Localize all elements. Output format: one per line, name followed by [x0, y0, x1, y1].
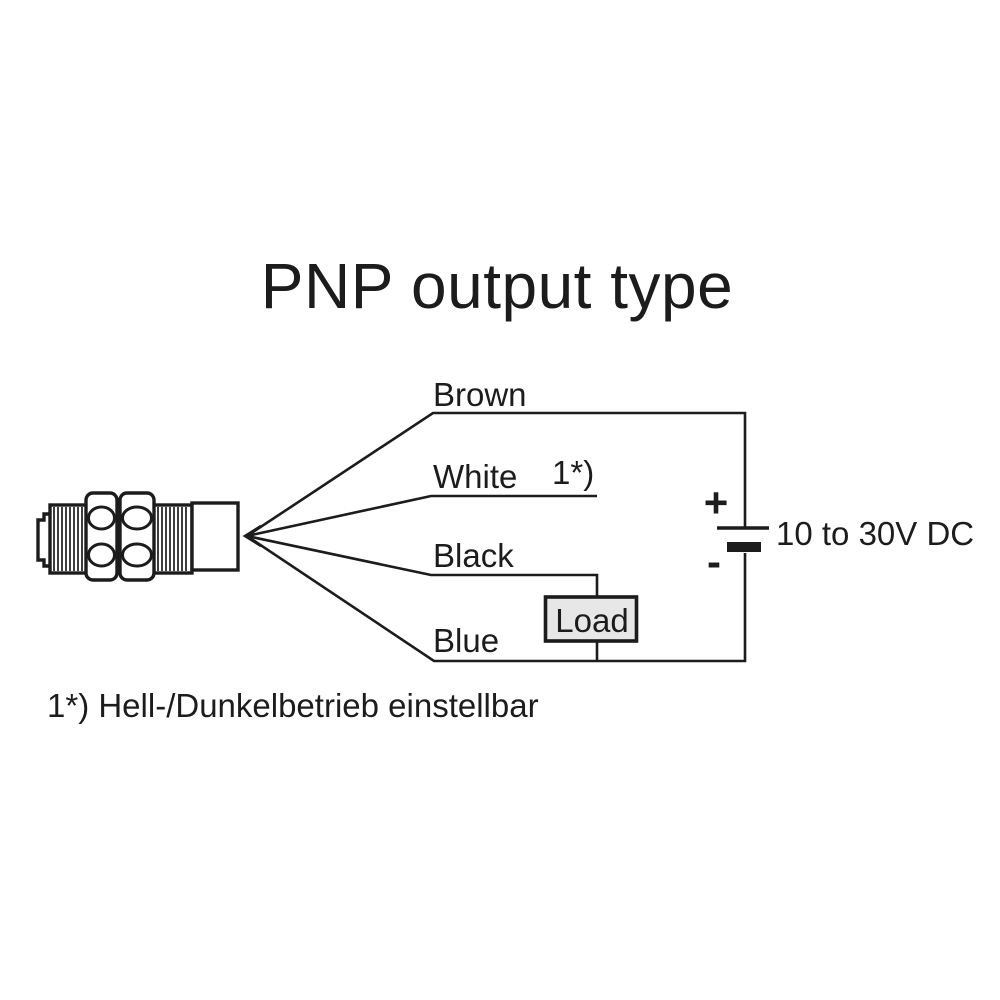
supply-voltage-label: 10 to 30V DC	[776, 515, 974, 552]
sensor-mounting-nut-1	[84, 491, 119, 582]
brown-wire-label: Brown	[433, 376, 527, 413]
sensor-mounting-nut-2	[118, 491, 156, 582]
load-label: Load	[555, 602, 628, 639]
sensor-nose	[190, 501, 240, 572]
blue-wire	[246, 534, 747, 663]
wires: Brown White 1*) Black Blue	[246, 376, 747, 663]
white-wire-footnote-marker: 1*)	[552, 454, 594, 491]
sensor-thread-lines-right	[157, 507, 187, 571]
battery-plus-label: +	[704, 479, 729, 526]
black-wire-label: Black	[433, 537, 514, 574]
sensor-thread-lines-left	[53, 507, 83, 571]
page-title: PNP output type	[261, 250, 733, 322]
battery-symbol: + - 10 to 30V DC	[704, 479, 974, 585]
footnote: 1*) Hell-/Dunkelbetrieb einstellbar	[47, 687, 539, 724]
black-wire	[246, 534, 599, 598]
white-wire-label: White	[433, 458, 517, 495]
sensor-connector-stub	[36, 512, 50, 568]
battery-negative-plate	[727, 542, 761, 552]
blue-wire-label: Blue	[433, 622, 499, 659]
white-wire	[246, 494, 597, 538]
brown-wire	[246, 411, 747, 538]
load-component: Load	[543, 595, 639, 643]
battery-minus-label: -	[707, 538, 721, 585]
load-box	[543, 595, 639, 643]
sensor-icon	[36, 491, 262, 582]
